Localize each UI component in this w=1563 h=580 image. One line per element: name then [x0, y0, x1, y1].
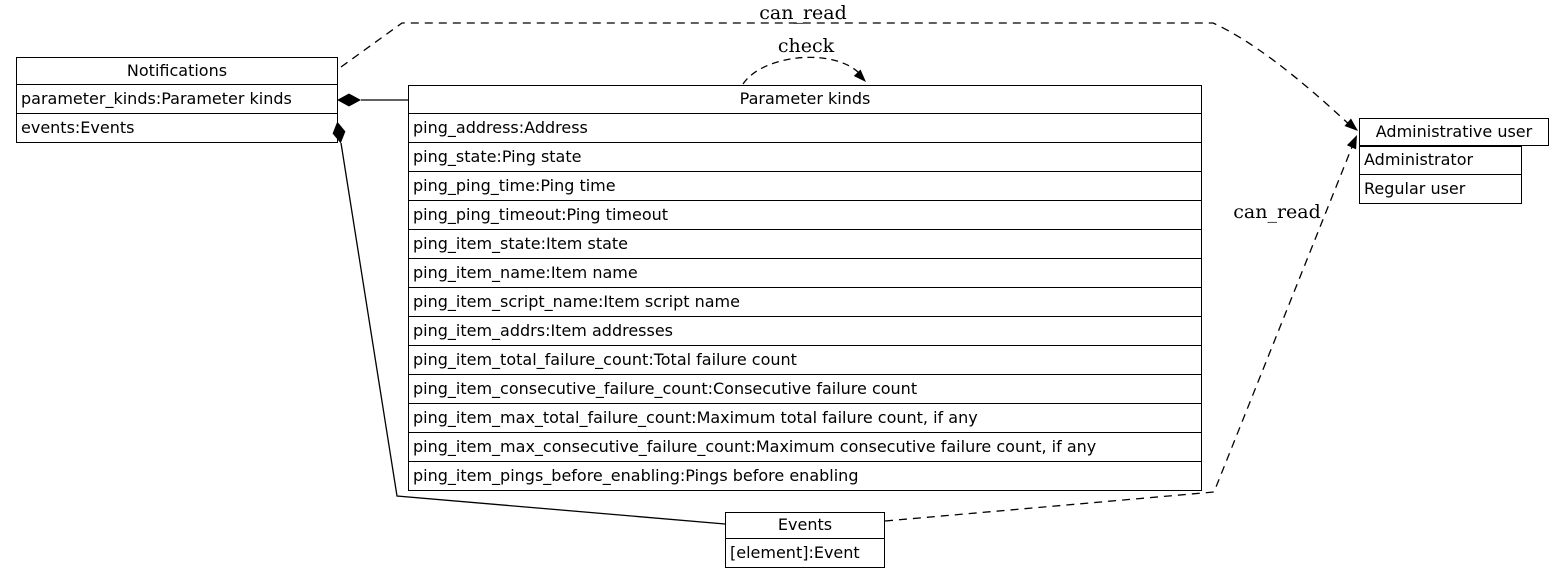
node-parameter-kinds: Parameter kinds ping_address:Address pin… [408, 85, 1202, 491]
field-regular-user: Regular user [1360, 174, 1521, 203]
node-notifications-field-events: events:Events [17, 113, 337, 142]
node-events: Events [element]:Event [725, 512, 885, 568]
field-ping-ping-timeout: ping_ping_timeout:Ping timeout [409, 200, 1201, 229]
edge-label-can-read-bottom: can_read [1233, 201, 1321, 223]
node-notifications: Notifications parameter_kinds:Parameter … [16, 57, 338, 143]
field-ping-state: ping_state:Ping state [409, 142, 1201, 171]
field-ping-item-script-name: ping_item_script_name:Item script name [409, 287, 1201, 316]
arrowhead-icon [853, 69, 866, 82]
node-administrative-user-title: Administrative user [1375, 122, 1533, 141]
node-administrative-user-body: Administrator Regular user [1359, 146, 1522, 204]
composition-diamond-icon [337, 93, 361, 107]
field-ping-item-max-total-failure-count: ping_item_max_total_failure_count:Maximu… [409, 403, 1201, 432]
node-notifications-title: Notifications [126, 61, 228, 80]
field-ping-ping-time: ping_ping_time:Ping time [409, 171, 1201, 200]
node-events-title: Events [777, 515, 833, 534]
field-ping-item-state: ping_item_state:Item state [409, 229, 1201, 258]
field-ping-item-max-consecutive-failure-count: ping_item_max_consecutive_failure_count:… [409, 432, 1201, 461]
field-ping-item-name: ping_item_name:Item name [409, 258, 1201, 287]
field-ping-item-consecutive-failure-count: ping_item_consecutive_failure_count:Cons… [409, 374, 1201, 403]
edge-label-can-read-top: can_read [759, 2, 847, 24]
field-ping-item-addrs: ping_item_addrs:Item addresses [409, 316, 1201, 345]
field-administrator: Administrator [1364, 150, 1474, 169]
edge-check-loop [742, 56, 862, 85]
edge-label-check: check [777, 35, 835, 57]
node-notifications-field-parameter-kinds: parameter_kinds:Parameter kinds [17, 84, 337, 113]
field-ping-item-pings-before-enabling: ping_item_pings_before_enabling:Pings be… [409, 461, 1201, 490]
field-ping-address: ping_address:Address [409, 113, 1201, 142]
arrowhead-icon [1344, 118, 1358, 131]
field-element-event: [element]:Event [726, 538, 884, 567]
field-ping-item-total-failure-count: ping_item_total_failure_count:Total fail… [409, 345, 1201, 374]
node-administrative-user-header: Administrative user [1359, 118, 1549, 146]
arrowhead-icon [1346, 135, 1357, 150]
node-parameter-kinds-title: Parameter kinds [739, 89, 871, 108]
